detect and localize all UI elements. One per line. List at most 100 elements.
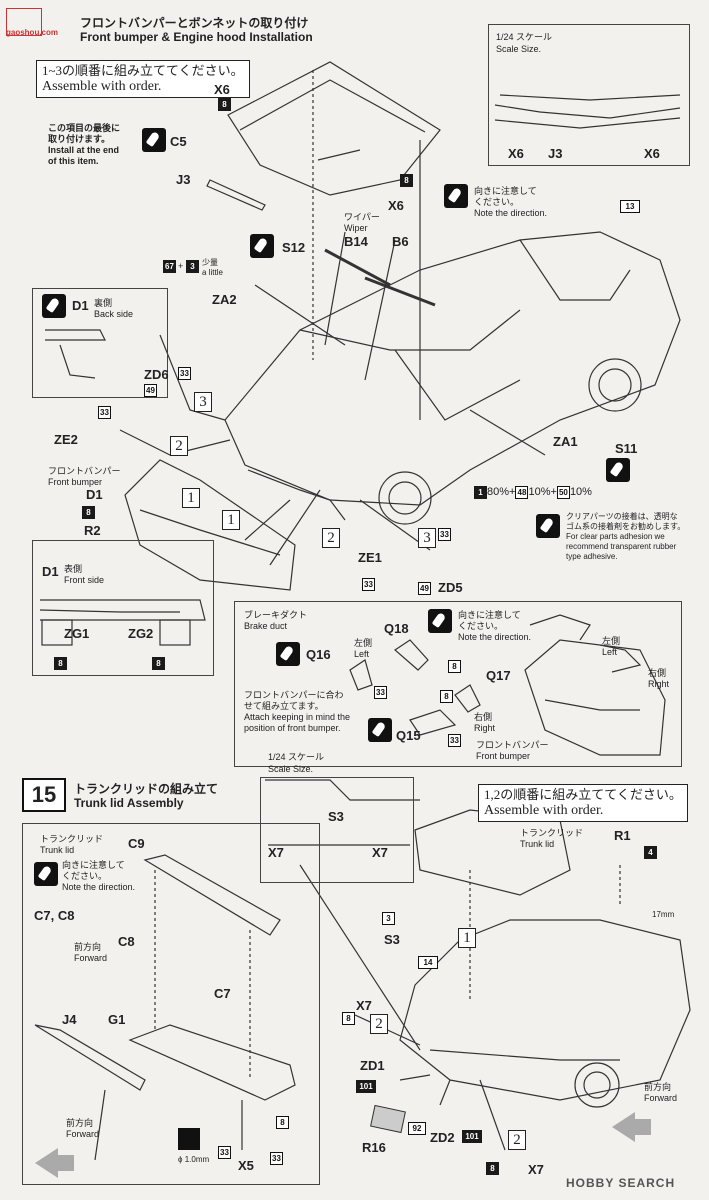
left-jp: 左側: [602, 636, 621, 646]
section-number: 15: [22, 778, 66, 812]
badge-33: 33: [98, 406, 111, 419]
badge-49: 49: [418, 582, 431, 595]
color-badge-1: 1: [474, 486, 487, 499]
step-1: 1: [458, 928, 476, 948]
end-note-jp2: 取り付けます。: [48, 134, 111, 144]
badge-8: 8: [448, 660, 461, 673]
color-badge-48: 48: [515, 486, 529, 499]
section-title-en: Front bumper & Engine hood Installation: [80, 30, 313, 44]
bumper-keep-note: フロントバンパーに合わ せて組み立てます。 Attach keeping in …: [244, 690, 350, 734]
badge-8: 8: [440, 690, 453, 703]
brake-duct-en: Brake duct: [244, 621, 288, 631]
part-za1: ZA1: [553, 434, 578, 449]
badge-101: 101: [356, 1080, 376, 1093]
badge-33: 33: [438, 528, 451, 541]
dimension-17mm: 17mm: [652, 910, 675, 919]
part-x7: X7: [356, 998, 372, 1013]
front-side-jp: 表側: [64, 564, 83, 574]
scale-top-label-j3: J3: [548, 146, 563, 161]
order-note-2-en: Assemble with order.: [484, 803, 604, 818]
clear-note-en3: type adhesive.: [566, 552, 618, 561]
cement-icon: [606, 458, 630, 482]
front-side-en: Front side: [64, 575, 105, 585]
color-pct-2: 10%: [528, 486, 551, 498]
part-zg2: ZG2: [128, 626, 154, 641]
badge-33: 33: [448, 734, 461, 747]
part-c7: C7: [214, 986, 231, 1001]
back-side-en: Back side: [94, 309, 134, 319]
clear-note-en1: For clear parts adhesion we: [566, 532, 665, 541]
clear-note-jp2: ゴム系の接着剤をお勧めします。: [566, 522, 686, 531]
glue-icon: [428, 609, 452, 633]
badge-8: 8: [276, 1116, 289, 1129]
part-q15: Q15: [396, 728, 421, 743]
wiper-jp: ワイパー: [344, 212, 380, 222]
site-logo: [6, 8, 42, 36]
part-q18: Q18: [384, 621, 409, 636]
a-little-jp: 少量: [202, 258, 218, 267]
d1-back-panel: [32, 288, 168, 398]
badge-8: 8: [342, 1012, 355, 1025]
part-zd1: ZD1: [360, 1058, 385, 1073]
badge-33: 33: [178, 367, 191, 380]
badge-33: 33: [218, 1146, 231, 1159]
part-x5: X5: [238, 1158, 254, 1173]
glue-icon: [536, 514, 560, 538]
left-jp: 左側: [354, 638, 373, 648]
badge-13: 13: [620, 200, 640, 213]
badge-8: 8: [152, 657, 165, 670]
part-d1-front: D1: [42, 564, 59, 579]
badge-14: 14: [418, 956, 438, 969]
badge-8: 8: [486, 1162, 499, 1175]
direction-note-en: Note the direction.: [458, 632, 532, 642]
cement-icon: [250, 234, 274, 258]
direction-note-1: 向きに注意して ください。 Note the direction.: [474, 186, 547, 219]
color-pct-3: 10%: [569, 486, 592, 498]
direction-note-en: Note the direction.: [62, 882, 136, 892]
a-little-label: 少量 a little: [202, 258, 223, 278]
section15-title-en: Trunk lid Assembly: [74, 796, 184, 810]
part-s12: S12: [282, 240, 306, 255]
forward-jp: 前方向: [644, 1082, 672, 1092]
site-url: gaoshou.com: [6, 28, 59, 37]
brake-duct-label: ブレーキダクト Brake duct: [244, 610, 307, 632]
part-zd2: ZD2: [430, 1130, 455, 1145]
clear-note-en2: recommend transparent rubber: [566, 542, 677, 551]
part-s11: S11: [615, 441, 638, 456]
trunk-lid-en: Trunk lid: [520, 839, 555, 849]
step-2: 2: [170, 436, 188, 456]
trunk-lid-label-2: トランクリッド Trunk lid: [520, 828, 583, 850]
bumper-keep-en2: position of front bumper.: [244, 723, 341, 733]
badge-33: 33: [362, 578, 375, 591]
scale-panel-bottom-en: Scale Size.: [268, 764, 314, 774]
badge-8: 8: [54, 657, 67, 670]
badge-101: 101: [462, 1130, 482, 1143]
color-badge-50: 50: [556, 486, 570, 499]
glue-icon: [276, 642, 300, 666]
order-note-1-jp: 1~3の順番に組み立ててください。: [42, 63, 244, 78]
trunk-wing-panel: [22, 823, 320, 1185]
order-note-2-jp: 1,2の順番に組み立ててください。: [484, 787, 682, 802]
step-2: 2: [370, 1014, 388, 1034]
bumper-keep-jp1: フロントバンパーに合わ: [244, 690, 344, 700]
glue-icon: [444, 184, 468, 208]
forward-en: Forward: [66, 1129, 100, 1139]
clear-note: クリアパーツの接着は、透明な ゴム系の接着剤をお勧めします。 For clear…: [566, 512, 685, 562]
part-zd6: ZD6: [144, 367, 169, 382]
right-jp: 右側: [474, 712, 493, 722]
part-c8: C8: [118, 934, 135, 949]
front-bumper-jp: フロントバンパー: [48, 466, 121, 476]
direction-note-jp2: ください。: [62, 871, 108, 881]
trunk-lid-jp: トランクリッド: [40, 834, 104, 844]
badge-4: 4: [644, 846, 657, 859]
front-bumper-label: フロントバンパー Front bumper: [48, 466, 120, 488]
clear-note-jp1: クリアパーツの接着は、透明な: [566, 512, 678, 521]
part-x6-b: X6: [388, 198, 404, 213]
direction-note-2: 向きに注意して ください。 Note the direction.: [458, 610, 531, 643]
front-bumper-label-2: フロントバンパー Front bumper: [476, 740, 548, 762]
direction-note-jp1: 向きに注意して: [458, 610, 521, 620]
badge-33: 33: [270, 1152, 283, 1165]
trunk-lid-jp: トランクリッド: [520, 828, 584, 838]
scale-panel-bottom: [260, 777, 414, 883]
